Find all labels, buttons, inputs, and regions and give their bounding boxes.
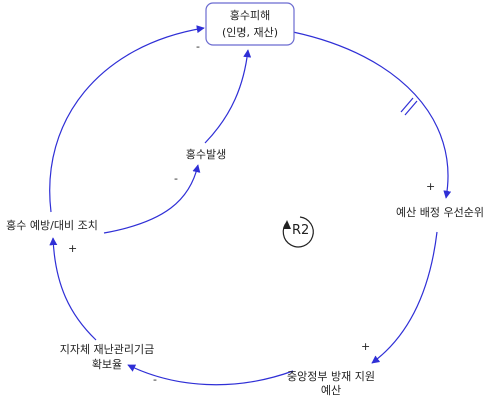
node-flood-damage-box [205,2,295,46]
node-flood-damage-line1: 홍수피해 [230,8,270,22]
edge-local-to-prevention [49,237,97,341]
polarity-damage-minus: - [196,40,200,53]
edge-damage-to-priority [292,31,452,199]
polarity-central-plus: + [361,340,370,353]
node-flood-damage-line2: (인명, 재산) [222,26,278,39]
node-central-budget-line2: 예산 [321,384,341,397]
loop-arrow-icon [282,216,314,248]
node-budget-priority: 예산 배정 우선순위 [396,206,484,219]
node-local-fund-line2: 확보율 [92,358,122,371]
loop-marker: R2 [282,216,314,248]
polarity-priority-plus: + [426,180,435,193]
edge-prevention-to-occurrence [103,164,201,234]
edge-central-to-local [127,364,294,386]
node-central-budget-line1: 중앙정부 방재 지원 [287,370,375,383]
polarity-prevention-plus: + [68,242,77,255]
loop-label: R2 [292,223,309,238]
loop-arrowhead-icon [283,220,291,229]
delay-mark [400,97,418,116]
edge-occurrence-to-damage [204,49,252,144]
node-local-fund-line1: 지자체 재난관리기금 [60,343,155,356]
node-prevention: 홍수 예방/대비 조치 [6,218,98,232]
node-flood-damage: 홍수피해 (인명, 재산) [205,2,295,46]
node-flood-occurrence: 홍수발생 [186,147,226,161]
edge-priority-to-central [371,231,438,364]
edge-prevention-to-damage [49,25,205,213]
polarity-occurrence-minus: - [174,172,178,185]
polarity-local-minus: - [153,373,157,386]
